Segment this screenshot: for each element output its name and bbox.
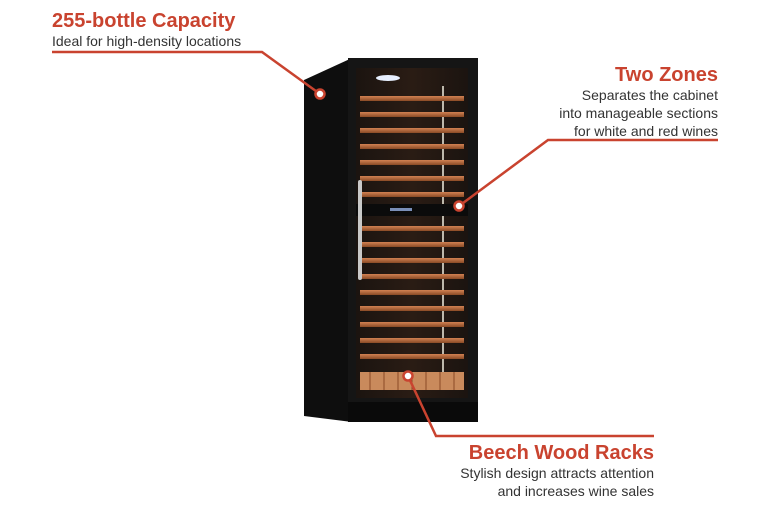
wine-cabinet-illustration <box>304 58 478 422</box>
door-handle-icon <box>358 180 362 280</box>
cabinet-glass-door <box>356 68 468 398</box>
cabinet-base <box>348 402 478 422</box>
racks-description-line: and increases wine sales <box>497 483 654 499</box>
zones-callout: Two Zones Separates the cabinet into man… <box>559 64 718 140</box>
racks-callout: Beech Wood Racks Stylish design attracts… <box>460 442 654 500</box>
zones-description-line: for white and red wines <box>574 123 718 139</box>
led-light-icon <box>376 75 400 81</box>
capacity-title: 255-bottle Capacity <box>52 10 236 32</box>
cabinet-side-panel <box>304 58 352 422</box>
lower-zone-shelves <box>360 226 464 359</box>
led-strip <box>442 86 444 386</box>
capacity-callout: 255-bottle Capacity Ideal for high-densi… <box>52 10 241 50</box>
zones-description-line: into manageable sections <box>559 105 718 121</box>
zones-title: Two Zones <box>615 64 718 86</box>
racks-title: Beech Wood Racks <box>468 442 654 464</box>
upper-zone-shelves <box>360 96 464 197</box>
capacity-description-line: Ideal for high-density locations <box>52 33 242 49</box>
zones-description-line: Separates the cabinet <box>581 87 718 103</box>
display-panel <box>390 208 412 211</box>
racks-description-line: Stylish design attracts attention <box>460 465 654 481</box>
zones-leader-line <box>458 138 718 208</box>
capacity-leader-line <box>52 50 321 96</box>
